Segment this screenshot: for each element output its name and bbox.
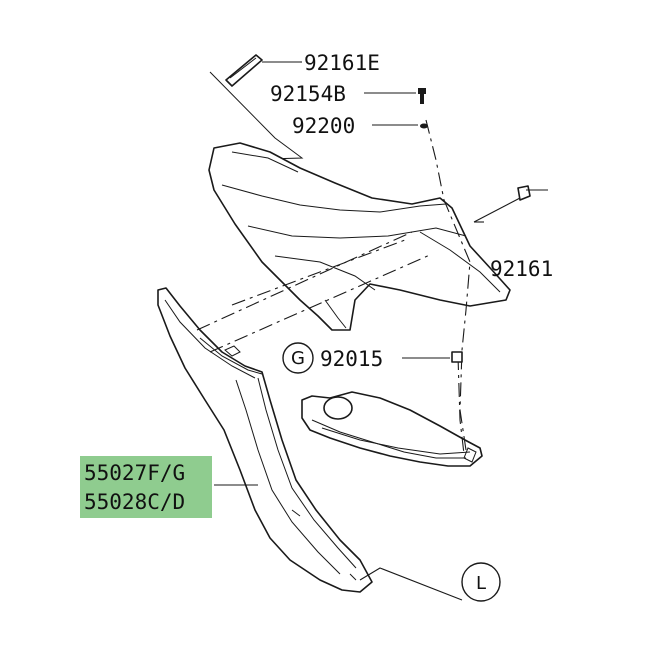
marker-g-label: G [291,348,305,369]
highlighted-part-number: 55027F/G 55028C/D [80,456,212,518]
label-92161e: 92161E [304,51,380,75]
highlight-line-1: 55027F/G [84,461,185,485]
label-92200: 92200 [292,114,355,138]
marker-l-label: L [476,573,486,594]
inner-bracket-panel [301,391,483,467]
label-92015: 92015 [320,347,383,371]
highlight-line-2: 55028C/D [84,490,185,514]
label-92154b: 92154B [270,82,346,106]
label-92161: 92161 [490,257,553,281]
washer-92200 [420,123,428,129]
nut-92161 [473,185,531,223]
alignment-lines [196,119,471,455]
strip-92161e [225,54,300,87]
grommet-92015 [451,351,463,363]
reference-marker-l: L [461,562,501,602]
reference-marker-g: G [282,342,314,374]
bolt-92154b [418,88,426,104]
side-fairing-panel [157,287,373,593]
upper-cowl-panel [208,142,511,331]
highlight-box [80,456,212,518]
leader-lines [214,61,548,601]
